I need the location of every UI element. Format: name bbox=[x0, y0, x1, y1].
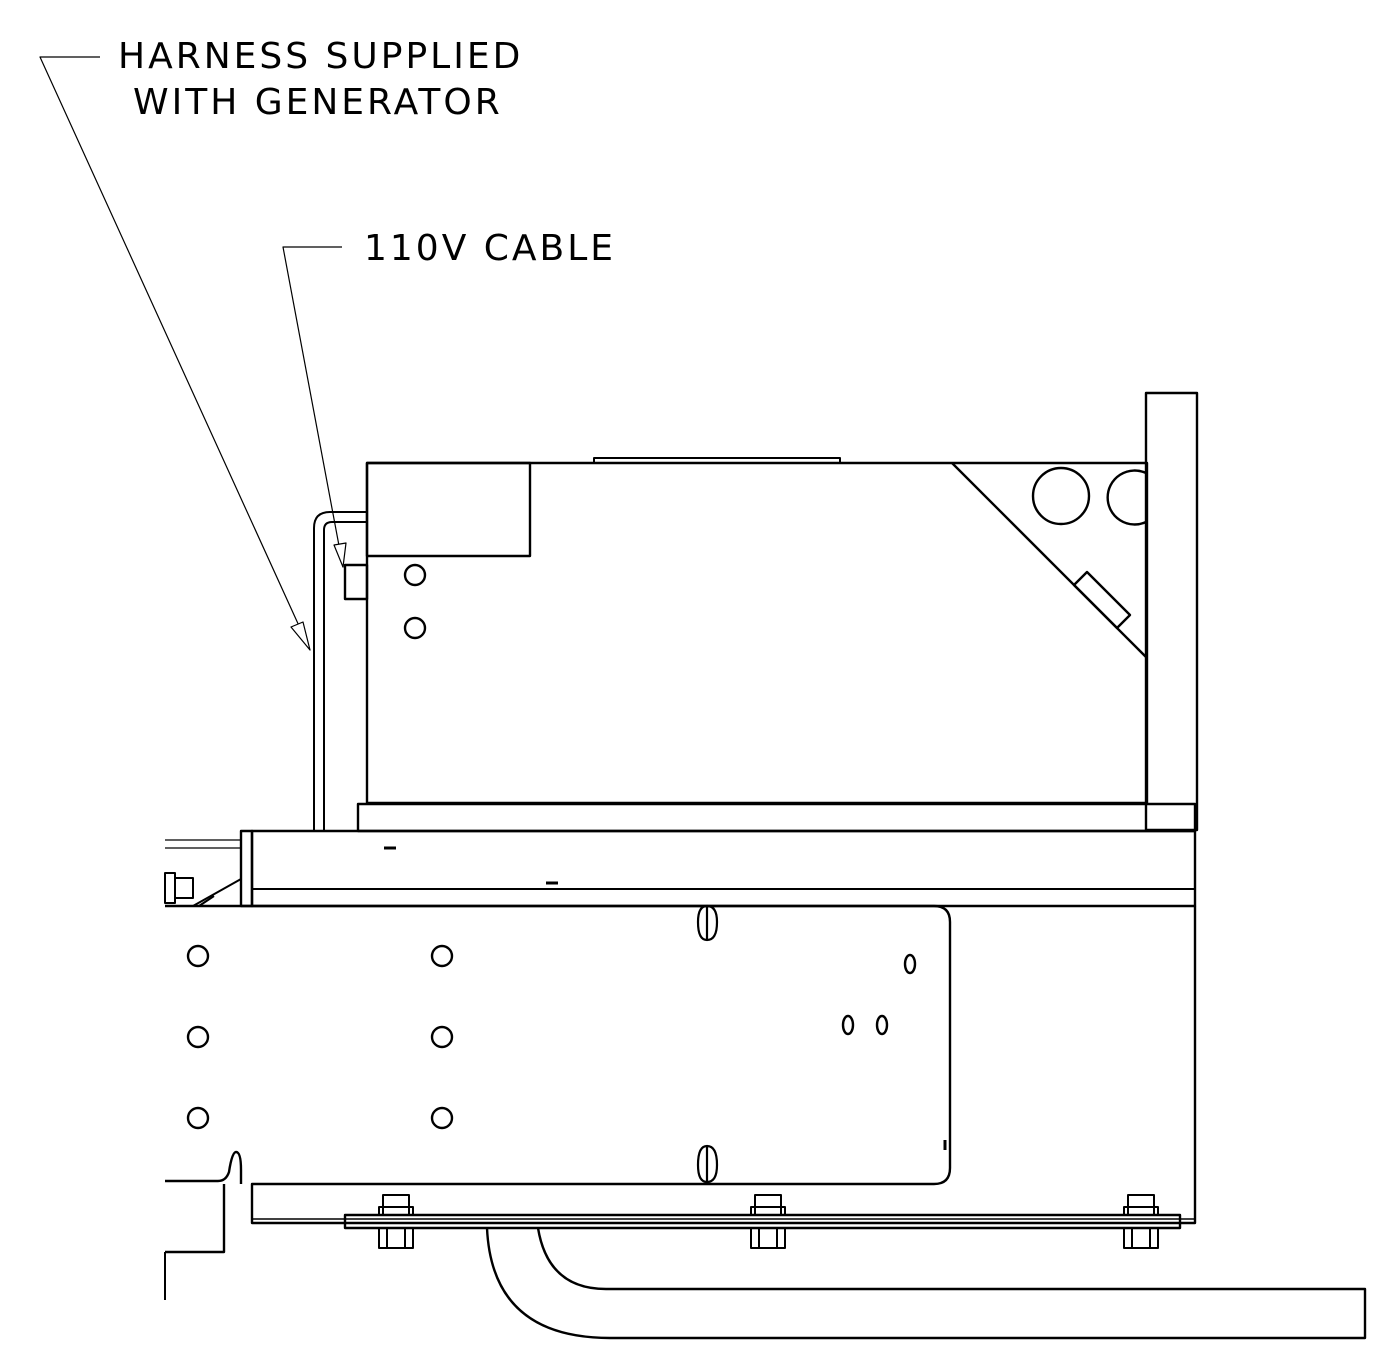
frame-rail bbox=[164, 829, 1197, 908]
bent-tube bbox=[485, 1227, 1367, 1340]
bolt-right bbox=[1123, 1194, 1159, 1249]
clamp-bar bbox=[343, 1213, 1182, 1230]
bolt-middle bbox=[750, 1194, 786, 1249]
callout-cable: 110V CABLE bbox=[364, 228, 617, 269]
leader-harness bbox=[39, 56, 311, 651]
callout-harness-line2: WITH GENERATOR bbox=[133, 82, 503, 123]
bolt-left bbox=[378, 1194, 414, 1249]
base-plate bbox=[356, 802, 1197, 833]
callout-harness-line1: HARNESS SUPPLIED bbox=[118, 36, 524, 77]
mounting-bracket bbox=[164, 904, 1197, 1300]
generator-housing bbox=[343, 391, 1199, 832]
leader-cable bbox=[282, 246, 347, 568]
harness-cable bbox=[313, 511, 367, 832]
